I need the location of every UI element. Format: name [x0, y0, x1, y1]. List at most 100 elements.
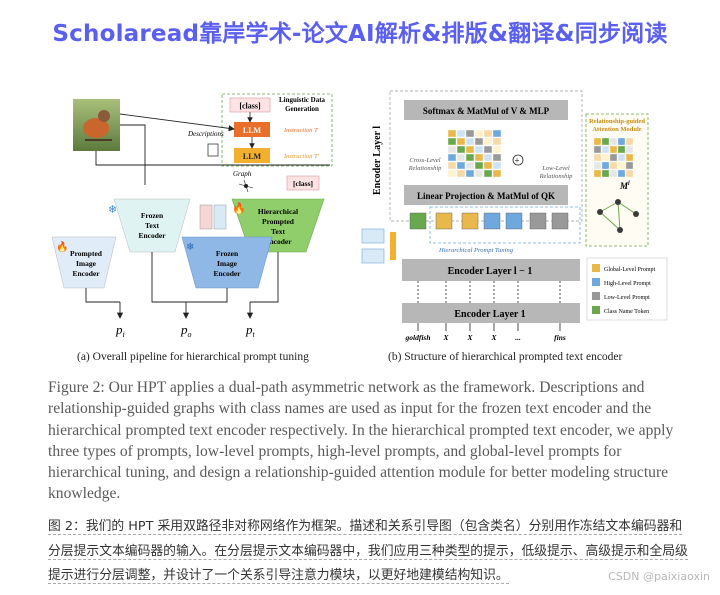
mini-attention-cell	[609, 153, 618, 162]
fie-line-1: Frozen	[216, 249, 239, 258]
prompt-token-row	[409, 212, 569, 230]
cross-level-1: Cross-Level	[409, 157, 440, 164]
attention-cell	[465, 153, 475, 162]
prompt-token	[505, 212, 523, 230]
attention-cell	[456, 129, 466, 138]
descriptions-label: Descriptions	[187, 130, 224, 138]
attention-cell	[447, 137, 457, 146]
mini-attention-cell	[601, 153, 610, 162]
instruction-t-label: Instruction T	[283, 127, 318, 134]
attention-cell	[456, 145, 466, 154]
document-icon	[207, 143, 219, 157]
attention-cell	[465, 145, 475, 154]
figure-caption: Figure 2: Our HPT applies a dual-path as…	[48, 379, 674, 503]
pie-line-2: Image	[76, 259, 97, 268]
attention-cell	[492, 137, 502, 146]
snowflake-icon: ❄	[186, 242, 194, 253]
pie-line-1: Prompted	[70, 249, 103, 258]
attn-title-1: Relationship-guided	[589, 118, 645, 125]
attention-cell	[447, 161, 457, 170]
mini-attention-cell	[601, 169, 610, 178]
mini-attention-cell	[601, 137, 610, 146]
mini-attention-cell	[609, 145, 618, 154]
hier-prompt-tuning-label: Hierarchical Prompt Tuning	[438, 247, 514, 254]
snowflake-icon: ❄	[108, 204, 117, 216]
global-prompt-bar	[390, 232, 396, 260]
legend-entry: High-Level Prompt	[604, 281, 651, 287]
cross-level-2: Relationship	[408, 165, 443, 172]
mini-attention-cell	[617, 161, 626, 170]
instruction-t2-label: Instruction T'	[283, 153, 320, 160]
fire-icon: 🔥	[56, 240, 68, 253]
mini-attention-cell	[593, 161, 602, 170]
attention-cell	[492, 153, 502, 162]
pie-line-3: Encoder	[72, 269, 100, 278]
input-token: X	[442, 333, 449, 342]
chinese-translation: 图 2：我们的 HPT 采用双路径非对称网络作为框架。描述和关系引导图（包含类名…	[48, 515, 688, 589]
mini-attention-matrix	[593, 137, 634, 178]
encoder-layer-l-label: Encoder Layer l	[372, 126, 383, 195]
flow-arrows	[417, 281, 561, 331]
attention-cell	[465, 161, 475, 170]
linear-proj-label: Linear Projection & MatMul of QK	[417, 191, 555, 201]
p-o-label: po	[180, 322, 192, 339]
attention-cell	[456, 169, 466, 178]
mini-attention-cell	[625, 145, 634, 154]
legend-box	[586, 257, 668, 321]
prompt-bar	[213, 204, 227, 230]
low-level-2: Relationship	[539, 173, 574, 180]
mini-attention-cell	[625, 161, 634, 170]
prompt-token	[409, 212, 427, 230]
encoder-layer-1-block	[402, 303, 580, 323]
frozen-image-encoder	[181, 236, 273, 289]
hpte-line-2: Prompted	[262, 217, 295, 226]
class-token-label-2: [class]	[293, 179, 313, 188]
attention-cell	[456, 137, 466, 146]
relationship-attention-module	[585, 113, 649, 247]
legend-swatch	[592, 264, 600, 272]
mini-attention-cell	[625, 137, 634, 146]
hpte-line-3: Text	[271, 227, 285, 236]
attention-cell	[474, 169, 484, 178]
linguistic-generation-box	[221, 93, 333, 167]
attention-cell	[474, 137, 484, 146]
linear-proj-block	[404, 185, 568, 205]
mini-attention-cell	[617, 153, 626, 162]
attention-matrix	[447, 129, 502, 178]
attention-cell	[447, 145, 457, 154]
subcaption-a: (a) Overall pipeline for hierarchical pr…	[77, 351, 309, 363]
mini-attention-cell	[617, 169, 626, 178]
legend-swatch	[592, 292, 600, 300]
mini-attention-cell	[593, 137, 602, 146]
mini-attention-cell	[601, 145, 610, 154]
mini-attention-cell	[609, 161, 618, 170]
mini-attention-cell	[593, 153, 602, 162]
fie-line-2: Image	[217, 259, 238, 268]
attention-cell	[483, 129, 493, 138]
right-encoder-diagram: Encoder Layer l Softmax & MatMul of V & …	[361, 90, 668, 342]
relationship-graph-icon	[597, 199, 639, 233]
mini-attention-cell	[617, 145, 626, 154]
encoder-layer-1-label: Encoder Layer 1	[454, 309, 525, 320]
figure-2: [class] Linguistic Data Generation LLM L…	[51, 90, 668, 342]
llm-box-1	[234, 122, 270, 137]
subcaption-b: (b) Structure of hierarchical prompted t…	[388, 351, 623, 363]
llm-label-1: LLM	[243, 126, 262, 135]
p-t-label: pt	[245, 322, 256, 339]
m-label: Ml	[619, 181, 630, 191]
prompt-token	[529, 212, 547, 230]
prompt-token	[435, 212, 453, 230]
attention-cell	[474, 129, 484, 138]
prompt-bar	[199, 204, 213, 230]
scholaread-banner: Scholaread靠岸学术-论文AI解析&排版&翻译&同步阅读	[52, 21, 668, 47]
softmax-label: Softmax & MatMul of V & MLP	[423, 106, 550, 116]
left-pipeline-diagram: [class] Linguistic Data Generation LLM L…	[51, 93, 333, 339]
attention-cell	[483, 153, 493, 162]
csdn-watermark: CSDN @paixiaoxin	[608, 570, 710, 583]
plus-operator-glyph: +	[515, 156, 520, 166]
attention-cell	[492, 129, 502, 138]
input-token: fins	[554, 333, 566, 342]
attention-cell	[474, 145, 484, 154]
mini-attention-cell	[625, 153, 634, 162]
